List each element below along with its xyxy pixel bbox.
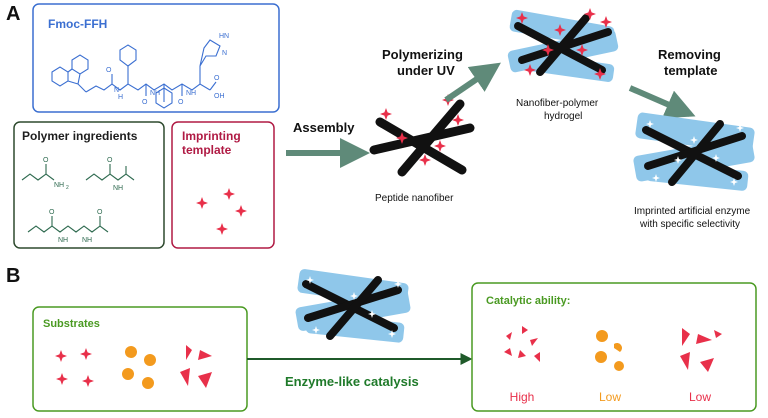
template-title-1: Imprinting	[182, 129, 241, 143]
dot-substrate-icon	[122, 368, 134, 380]
carbonyl-o: O	[106, 67, 112, 74]
polymer-title: Polymer ingredients	[22, 129, 138, 143]
dot-substrate-icon	[125, 346, 137, 358]
dot-substrate-icon	[142, 377, 154, 389]
removing-label-2: template	[664, 63, 717, 78]
fragment-icon	[504, 348, 512, 356]
removing-arrow	[628, 85, 696, 119]
polymerizing-arrow	[444, 62, 501, 103]
catalytic-ability-box: Catalytic ability: High Low Low	[471, 282, 757, 412]
mbaa-o-2: O	[97, 209, 103, 216]
panel-b-letter: B	[6, 265, 20, 287]
imidazole-hn: HN	[219, 33, 229, 40]
fragment-icon	[518, 350, 526, 358]
panel-a-letter: A	[6, 3, 20, 25]
imprinted-enzyme-graphic	[633, 112, 755, 191]
polymerizing-label-1: Polymerizing	[382, 47, 463, 62]
monomer-structures	[21, 164, 135, 233]
shard-substrate-icon	[198, 372, 212, 388]
enzyme-label-1: Imprinted artificial enzyme	[634, 206, 751, 217]
hydrogel-label-1: Nanofiber-polymer	[516, 98, 599, 109]
result-low-orange-label: Low	[599, 390, 621, 404]
shard-substrate-icon	[198, 350, 212, 360]
substrates-title: Substrates	[43, 318, 100, 330]
removing-label-1: Removing	[658, 47, 721, 62]
nipam-n: NH	[113, 185, 123, 192]
ability-title: Catalytic ability:	[486, 295, 570, 307]
imidazole-n: N	[222, 50, 227, 57]
peptide-nanofiber-graphic	[369, 94, 475, 177]
enzyme-label-2: with specific selectivity	[639, 219, 740, 230]
hydrogel-graphic	[507, 8, 619, 82]
peptide-structure	[51, 39, 221, 109]
assembly-label: Assembly	[293, 120, 355, 135]
result-high-label: High	[510, 390, 535, 404]
polymerizing-label-2: under UV	[397, 63, 455, 78]
fragment-icon	[522, 326, 528, 334]
peptide-label: Fmoc-FFH	[48, 17, 107, 31]
peptide-nanofiber-label: Peptide nanofiber	[375, 193, 454, 204]
mbaa-nh-1: NH	[58, 237, 68, 244]
dot-product-icon	[595, 351, 607, 363]
acrylamide-nh-sub: 2	[66, 185, 69, 191]
dot-product-icon	[614, 361, 624, 371]
dot-product-icon	[596, 330, 608, 342]
mbaa-nh-2: NH	[82, 237, 92, 244]
shard-product-icon	[714, 330, 722, 338]
dot-substrate-icon	[144, 354, 156, 366]
shard-product-icon	[700, 358, 714, 372]
amide-n-3: NH	[186, 90, 196, 97]
dot-product-icon	[614, 343, 622, 352]
acid-oh: OH	[214, 93, 225, 100]
polymer-box: Polymer ingredients O NH 2 O NH O O NH N…	[13, 121, 165, 249]
shard-substrate-icon	[180, 368, 190, 386]
peptide-box: Fmoc-FFH O H	[32, 3, 280, 113]
carbonyl-o-2: O	[142, 99, 148, 106]
shard-product-icon	[682, 328, 690, 346]
carbonyl-o-3: O	[178, 99, 184, 106]
acrylamide-nh: NH	[54, 182, 64, 189]
amide-nh-1: H	[118, 94, 123, 101]
template-title-2: template	[182, 143, 232, 157]
fragment-icon	[534, 352, 540, 362]
shard-product-icon	[696, 334, 712, 344]
acrylamide-o: O	[43, 157, 49, 164]
enzyme-b-graphic	[295, 269, 411, 343]
hydrogel-label-2: hydrogel	[544, 111, 582, 122]
substrates-box: Substrates	[32, 306, 248, 412]
template-box: Imprinting template	[171, 121, 275, 249]
amide-n-1: N	[114, 87, 119, 94]
result-low-red-label: Low	[689, 390, 711, 404]
mbaa-o-1: O	[49, 209, 55, 216]
shard-substrate-icon	[186, 345, 192, 360]
amide-n-2: NH	[150, 90, 160, 97]
nipam-o: O	[107, 157, 113, 164]
shard-product-icon	[680, 352, 690, 370]
acid-o: O	[214, 75, 220, 82]
fragment-icon	[530, 338, 538, 346]
catalysis-label: Enzyme-like catalysis	[285, 374, 419, 389]
fragment-icon	[506, 332, 512, 340]
